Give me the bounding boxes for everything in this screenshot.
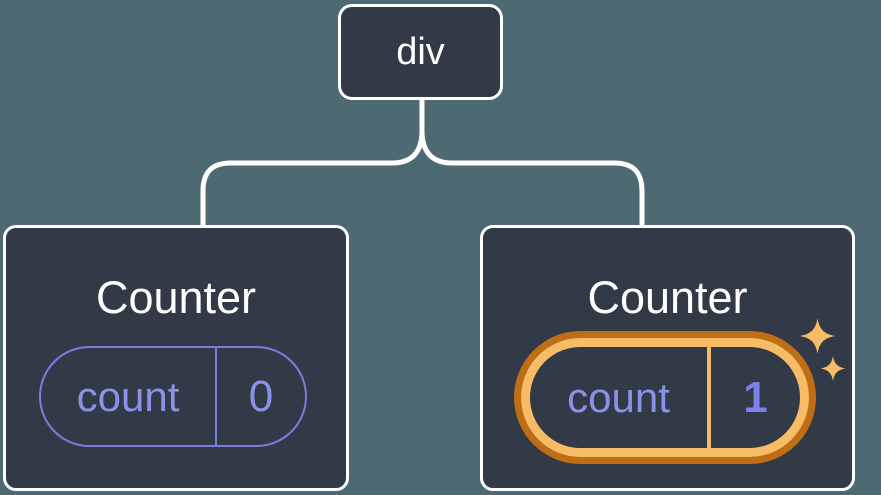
state-value: 0 [215, 348, 305, 445]
state-pill: count 0 [39, 346, 307, 447]
sparkle-icon [820, 356, 846, 381]
root-node-div: div [338, 4, 503, 100]
counter-card-right: Counter count 1 [480, 225, 855, 491]
sparkle-icon [799, 318, 836, 354]
state-key-label: count [567, 373, 670, 421]
counter-card-left: Counter count 0 [3, 225, 349, 491]
state-pill-highlighted: count 1 [521, 338, 809, 457]
state-key-label: count [76, 372, 180, 420]
connector-right-branch [419, 130, 645, 225]
component-title: Counter [587, 272, 748, 323]
root-node-label: div [396, 30, 445, 73]
state-value: 1 [707, 347, 800, 448]
component-title: Counter [95, 272, 257, 323]
connector-left-branch [200, 100, 425, 225]
